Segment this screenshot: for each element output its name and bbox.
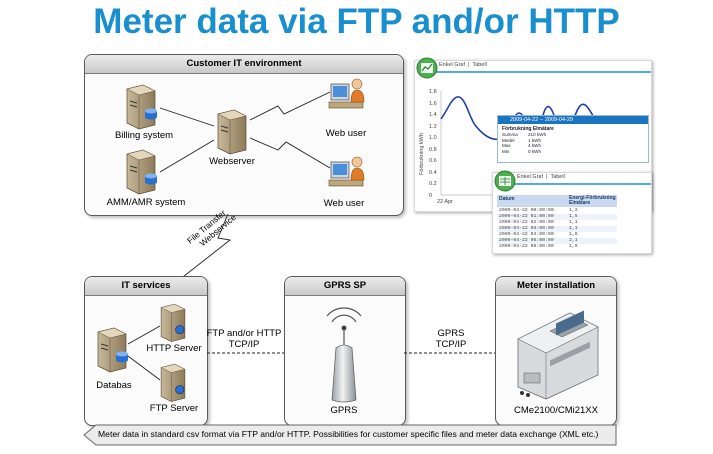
webserver-icon — [217, 109, 247, 155]
graph-top-line — [431, 71, 651, 73]
stats-key: Medel — [502, 137, 515, 143]
table-logo-icon — [494, 170, 516, 192]
table-cell-datum: 2009-04-22 06:00:00 — [499, 244, 554, 249]
stats-row: Max 4 kWh — [502, 143, 648, 149]
stats-key: Summa — [502, 132, 518, 137]
amm-server-icon — [126, 149, 157, 195]
billing-system-label: Billing system — [114, 130, 174, 141]
http-server-icon — [160, 303, 186, 342]
gprs-antenna-icon — [326, 307, 362, 403]
table-row: 2009-04-22 01:00:00 1,5 — [497, 214, 617, 220]
table-cell-value: 1,9 — [569, 244, 578, 249]
stats-panel: 2009-04-22 -- 2009-04-29 Förbrukning Elm… — [497, 115, 649, 163]
stats-value: 4 kWh — [528, 143, 542, 148]
web-user-icon-2 — [328, 156, 365, 187]
web-user-icon-1 — [328, 78, 365, 109]
graph-chart-logo-icon — [416, 57, 438, 79]
table-cell-value: 1,6 — [569, 232, 578, 237]
table-col-energi: Energi-Förbrukning Elmätare — [569, 195, 616, 206]
table-tab-enkel-graf[interactable]: Enkel Graf — [517, 174, 543, 180]
graph-y-tick: 1.4 — [429, 112, 437, 118]
table-top-line — [507, 183, 651, 185]
graph-y-tick: 1.0 — [429, 135, 437, 141]
table-cell-value: 1,5 — [569, 214, 578, 219]
table-row: 2009-04-22 05:00:00 2,1 — [497, 238, 617, 244]
stats-title: Förbrukning Elmätare — [502, 126, 554, 132]
table-row: 2009-04-22 02:00:00 1,1 — [497, 220, 617, 226]
stats-value: 1 kWh — [528, 137, 542, 143]
graph-y-tick: 0 — [429, 192, 433, 199]
gprs-sp-header: GPRS SP — [285, 277, 405, 296]
gprs-label: GPRS — [330, 405, 358, 416]
stats-key: Min — [502, 148, 510, 154]
graph-y-tick: 1.2 — [429, 123, 437, 130]
ftp-http-link-label: FTP and/or HTTP TCP/IP — [206, 328, 282, 350]
table-row: 2009-04-22 03:00:00 1,1 — [497, 226, 617, 232]
table-row: 2009-04-22 00:00:00 1,2 — [497, 208, 617, 214]
tab-tabell[interactable]: Tabell — [472, 62, 487, 68]
graph-y-tick: 1.6 — [429, 100, 437, 107]
stats-row: Min 0 kWh — [502, 149, 648, 155]
billing-server-icon — [126, 84, 157, 130]
it-services-box: IT services — [84, 276, 208, 426]
customer-it-header: Customer IT environment — [85, 55, 403, 74]
table-tabs: Enkel Graf | Tabell — [517, 174, 565, 180]
meter-device-icon — [517, 310, 599, 400]
ftp-server-label: FTP Server — [149, 403, 199, 414]
table-cell-datum: 2009-04-22 04:00:00 — [499, 232, 554, 237]
table-cell-value: 2,1 — [569, 238, 578, 243]
table-cell-datum: 2009-04-22 00:00:00 — [499, 208, 554, 213]
table-col-datum: Datum — [499, 196, 515, 202]
gprs-tcpip-link-label: GPRS TCP/IP — [435, 328, 467, 350]
table-row: 2009-04-22 06:00:00 1,9 — [497, 244, 617, 250]
stats-row: Medel 1 kWh — [502, 138, 648, 144]
tab-enkel-graf[interactable]: Enkel Graf — [439, 62, 465, 68]
graph-tabs: Enkel Graf | Tabell — [439, 62, 487, 68]
table-cell-datum: 2009-04-22 01:00:00 — [499, 214, 554, 219]
stats-key: Max — [502, 143, 511, 148]
meter-installation-header: Meter installation — [496, 277, 616, 296]
graph-x-tick: 22 Apr — [437, 199, 453, 205]
stats-row: Summa 210 kWh — [502, 132, 648, 138]
table-cell-value: 1,1 — [569, 226, 578, 231]
table-header: Datum Energi-Förbrukning Elmätare — [497, 195, 617, 207]
http-server-label: HTTP Server — [146, 343, 202, 354]
meter-device-label: CMe2100/CMi21XX — [514, 405, 598, 416]
table-cell-datum: 2009-04-22 05:00:00 — [499, 238, 554, 243]
table-cell-datum: 2009-04-22 02:00:00 — [499, 220, 554, 225]
table-cell-value: 1,1 — [569, 220, 578, 225]
ftp-server-icon — [160, 363, 186, 402]
web-user-label-2: Web user — [323, 198, 365, 209]
webserver-label: Webserver — [209, 156, 255, 167]
page-title: Meter data via FTP and/or HTTP — [93, 2, 620, 41]
stats-date-range: 2009-04-22 -- 2009-04-29 — [498, 116, 648, 124]
graph-y-tick: 1.8 — [429, 89, 437, 95]
table-screenshot: Enkel Graf | Tabell Datum Energi-Förbruk… — [492, 172, 652, 254]
footer-text: Meter data in standard csv format via FT… — [98, 429, 599, 439]
stats-value: 210 kWh — [528, 132, 547, 137]
web-user-label-1: Web user — [325, 128, 367, 139]
footer-arrow — [83, 424, 617, 446]
it-services-header: IT services — [85, 277, 207, 296]
table-cell-value: 1,2 — [569, 208, 578, 213]
graph-y-tick: 0.8 — [429, 146, 437, 153]
table-cell-datum: 2009-04-22 03:00:00 — [499, 226, 554, 231]
graph-y-tick: 0.6 — [429, 158, 437, 164]
databas-server-icon — [97, 327, 128, 373]
graph-y-tick: 0.2 — [429, 181, 437, 187]
table-row: 2009-04-22 04:00:00 1,6 — [497, 232, 617, 238]
amm-system-label: AMM/AMR system — [106, 197, 186, 208]
stats-value: 0 kWh — [528, 148, 542, 154]
graph-ylabel: Förbrukning kWh — [418, 133, 425, 175]
graph-y-tick: 0.4 — [429, 169, 437, 176]
databas-label: Databas — [96, 380, 132, 391]
table-tab-tabell[interactable]: Tabell — [550, 174, 565, 180]
